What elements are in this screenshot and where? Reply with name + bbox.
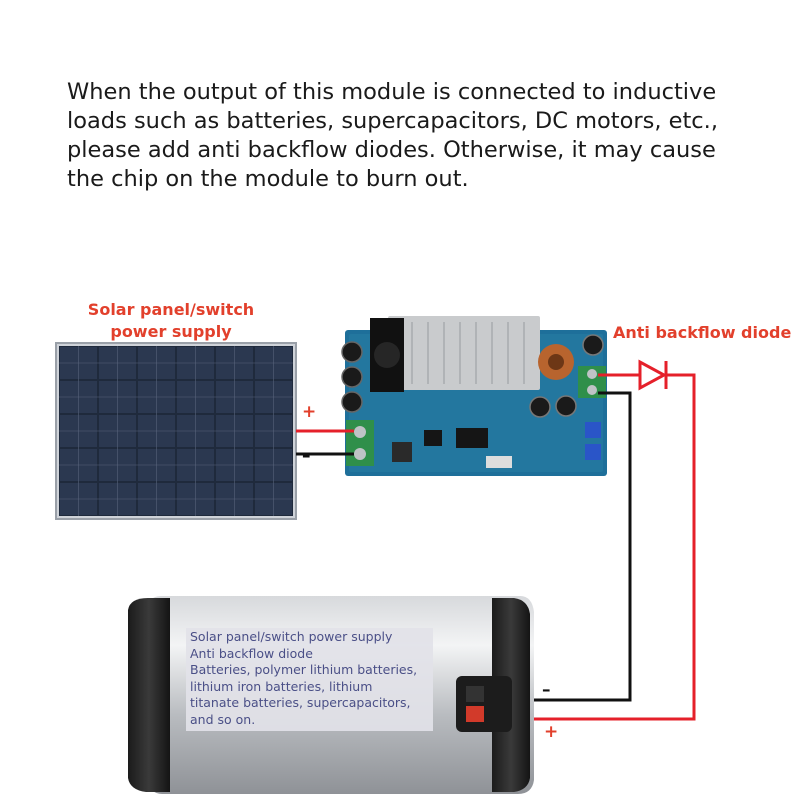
battery-text-line: Batteries, polymer lithium batteries, [190, 662, 418, 677]
notice-line: loads such as batteries, supercapacitors… [67, 108, 718, 134]
battery-plus-sign: + [544, 722, 559, 742]
battery-text-line: lithium iron batteries, lithium [190, 678, 373, 694]
notice-line: When the output of this module is connec… [67, 79, 717, 105]
solar-power-label: Solar panel/switch power supply [66, 299, 276, 343]
diode-icon [638, 359, 668, 391]
battery-minus-sign: – [542, 680, 551, 700]
battery-text-line: titanate batteries, supercapacitors, [190, 695, 411, 710]
warning-notice: When the output of this module is connec… [67, 78, 767, 194]
solar-panel-icon [55, 342, 297, 520]
battery-text-line: Solar panel/switch power supply [190, 629, 393, 644]
converter-module-icon [341, 316, 607, 476]
battery-text-line: Anti backflow diode [190, 645, 313, 661]
battery-description: Solar panel/switch power supply Anti bac… [186, 628, 433, 731]
diode-label: Anti backflow diode [613, 323, 792, 342]
battery-text-line: and so on. [190, 711, 256, 727]
notice-line: please add anti backflow diodes. Otherwi… [67, 137, 716, 163]
input-plus-sign: + [302, 402, 317, 422]
solar-label-line: power supply [110, 322, 232, 341]
notice-line: the chip on the module to burn out. [67, 166, 469, 192]
input-minus-sign: – [302, 446, 311, 466]
solar-label-line: Solar panel/switch [87, 300, 255, 319]
